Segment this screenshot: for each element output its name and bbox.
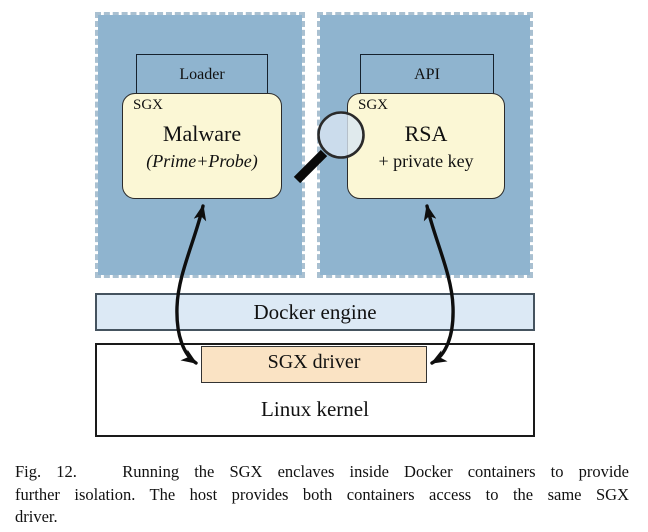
docker-engine-label: Docker engine [253, 300, 377, 324]
loader-box: Loader [136, 54, 268, 96]
linux-kernel-label: Linux kernel [261, 397, 369, 421]
malware-title: Malware [162, 121, 242, 146]
sgx-enclave-rsa: SGX RSA + private key [347, 93, 505, 199]
figure-caption: Fig. 12. Running the SGX enclaves inside… [15, 461, 629, 529]
caption-line-3: driver. [15, 507, 58, 526]
prime-probe-subtitle: (Prime+Probe) [146, 151, 258, 171]
sgx-driver-box: SGX driver [201, 346, 427, 383]
docker-container-right: API SGX RSA + private key [317, 12, 533, 278]
loader-label: Loader [179, 66, 225, 83]
caption-line-2: further isolation. The host provides bot… [15, 484, 629, 504]
sgx-driver-label: SGX driver [267, 351, 361, 373]
docker-container-left: Loader SGX Malware (Prime+Probe) [95, 12, 305, 278]
caption-line-1: Fig. 12. Running the SGX enclaves inside… [15, 462, 629, 481]
api-label: API [414, 66, 440, 83]
enclave-sgx-tag: SGX [133, 97, 164, 113]
sgx-enclave-malware: SGX Malware (Prime+Probe) [122, 93, 282, 199]
docker-engine-bar: Docker engine [95, 293, 535, 331]
private-key-subtitle: + private key [378, 151, 474, 171]
enclave-sgx-tag: SGX [358, 97, 389, 113]
rsa-title: RSA [404, 121, 448, 146]
api-box: API [360, 54, 494, 96]
